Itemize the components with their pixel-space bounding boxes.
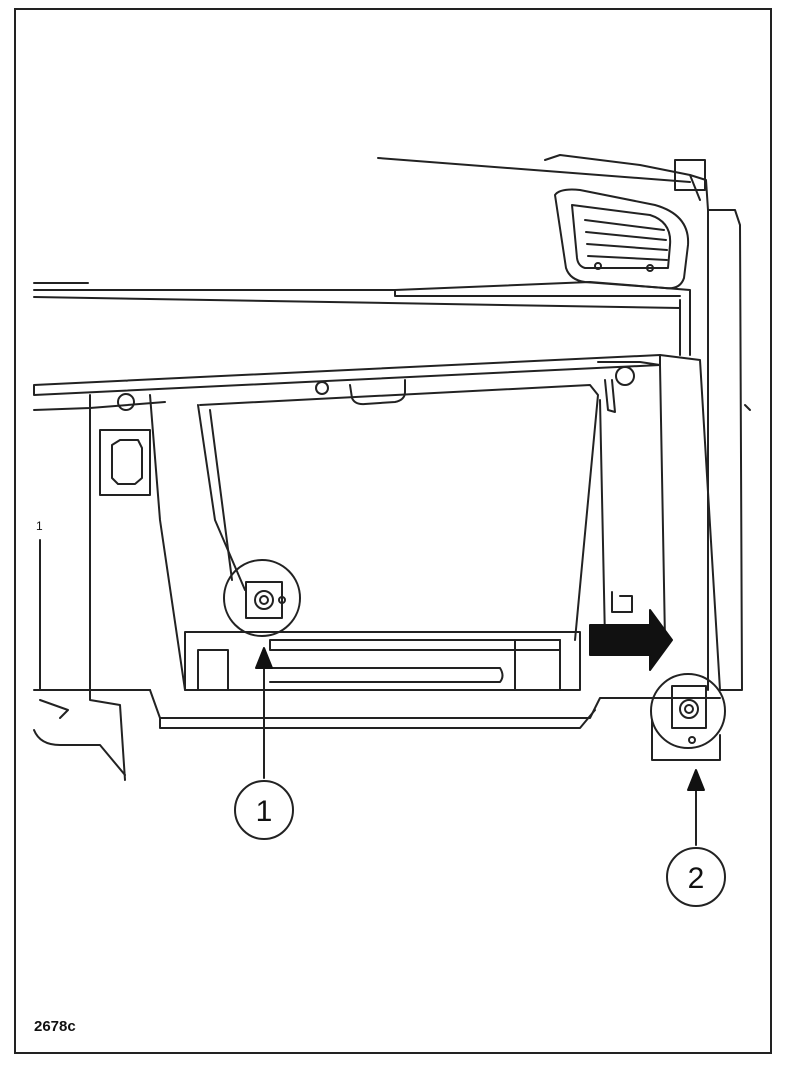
right-bracket <box>597 361 666 641</box>
screw-icon <box>117 393 135 411</box>
callout-1-label: 1 <box>256 795 273 828</box>
screw-icon <box>615 366 635 386</box>
small-arrow-icon <box>39 699 69 719</box>
callout-1-marker <box>223 559 301 637</box>
air-vent <box>544 154 701 290</box>
direction-arrow-right-icon <box>589 609 673 671</box>
side-trim-panel <box>659 159 751 691</box>
leader-arrow-1 <box>255 647 273 779</box>
callout-2-label: 2 <box>688 862 705 895</box>
screw-icon <box>315 381 329 395</box>
left-side-panel <box>33 393 186 781</box>
dashboard-lower-lip <box>33 354 661 411</box>
figure-frame <box>14 8 772 1054</box>
figure-reference-code: 2678c <box>34 1018 76 1035</box>
callout-1-bubble: 1 <box>234 780 294 840</box>
leader-arrow-2 <box>687 769 705 846</box>
glovebox-opening <box>197 379 599 641</box>
callout-2-marker <box>650 673 726 761</box>
side-mark: 1 <box>36 519 43 533</box>
glovebox-bottom-rail <box>33 631 721 729</box>
dashboard-top-edge <box>377 157 691 183</box>
callout-2-bubble: 2 <box>666 847 726 907</box>
dashboard-upper-panel <box>33 281 691 356</box>
